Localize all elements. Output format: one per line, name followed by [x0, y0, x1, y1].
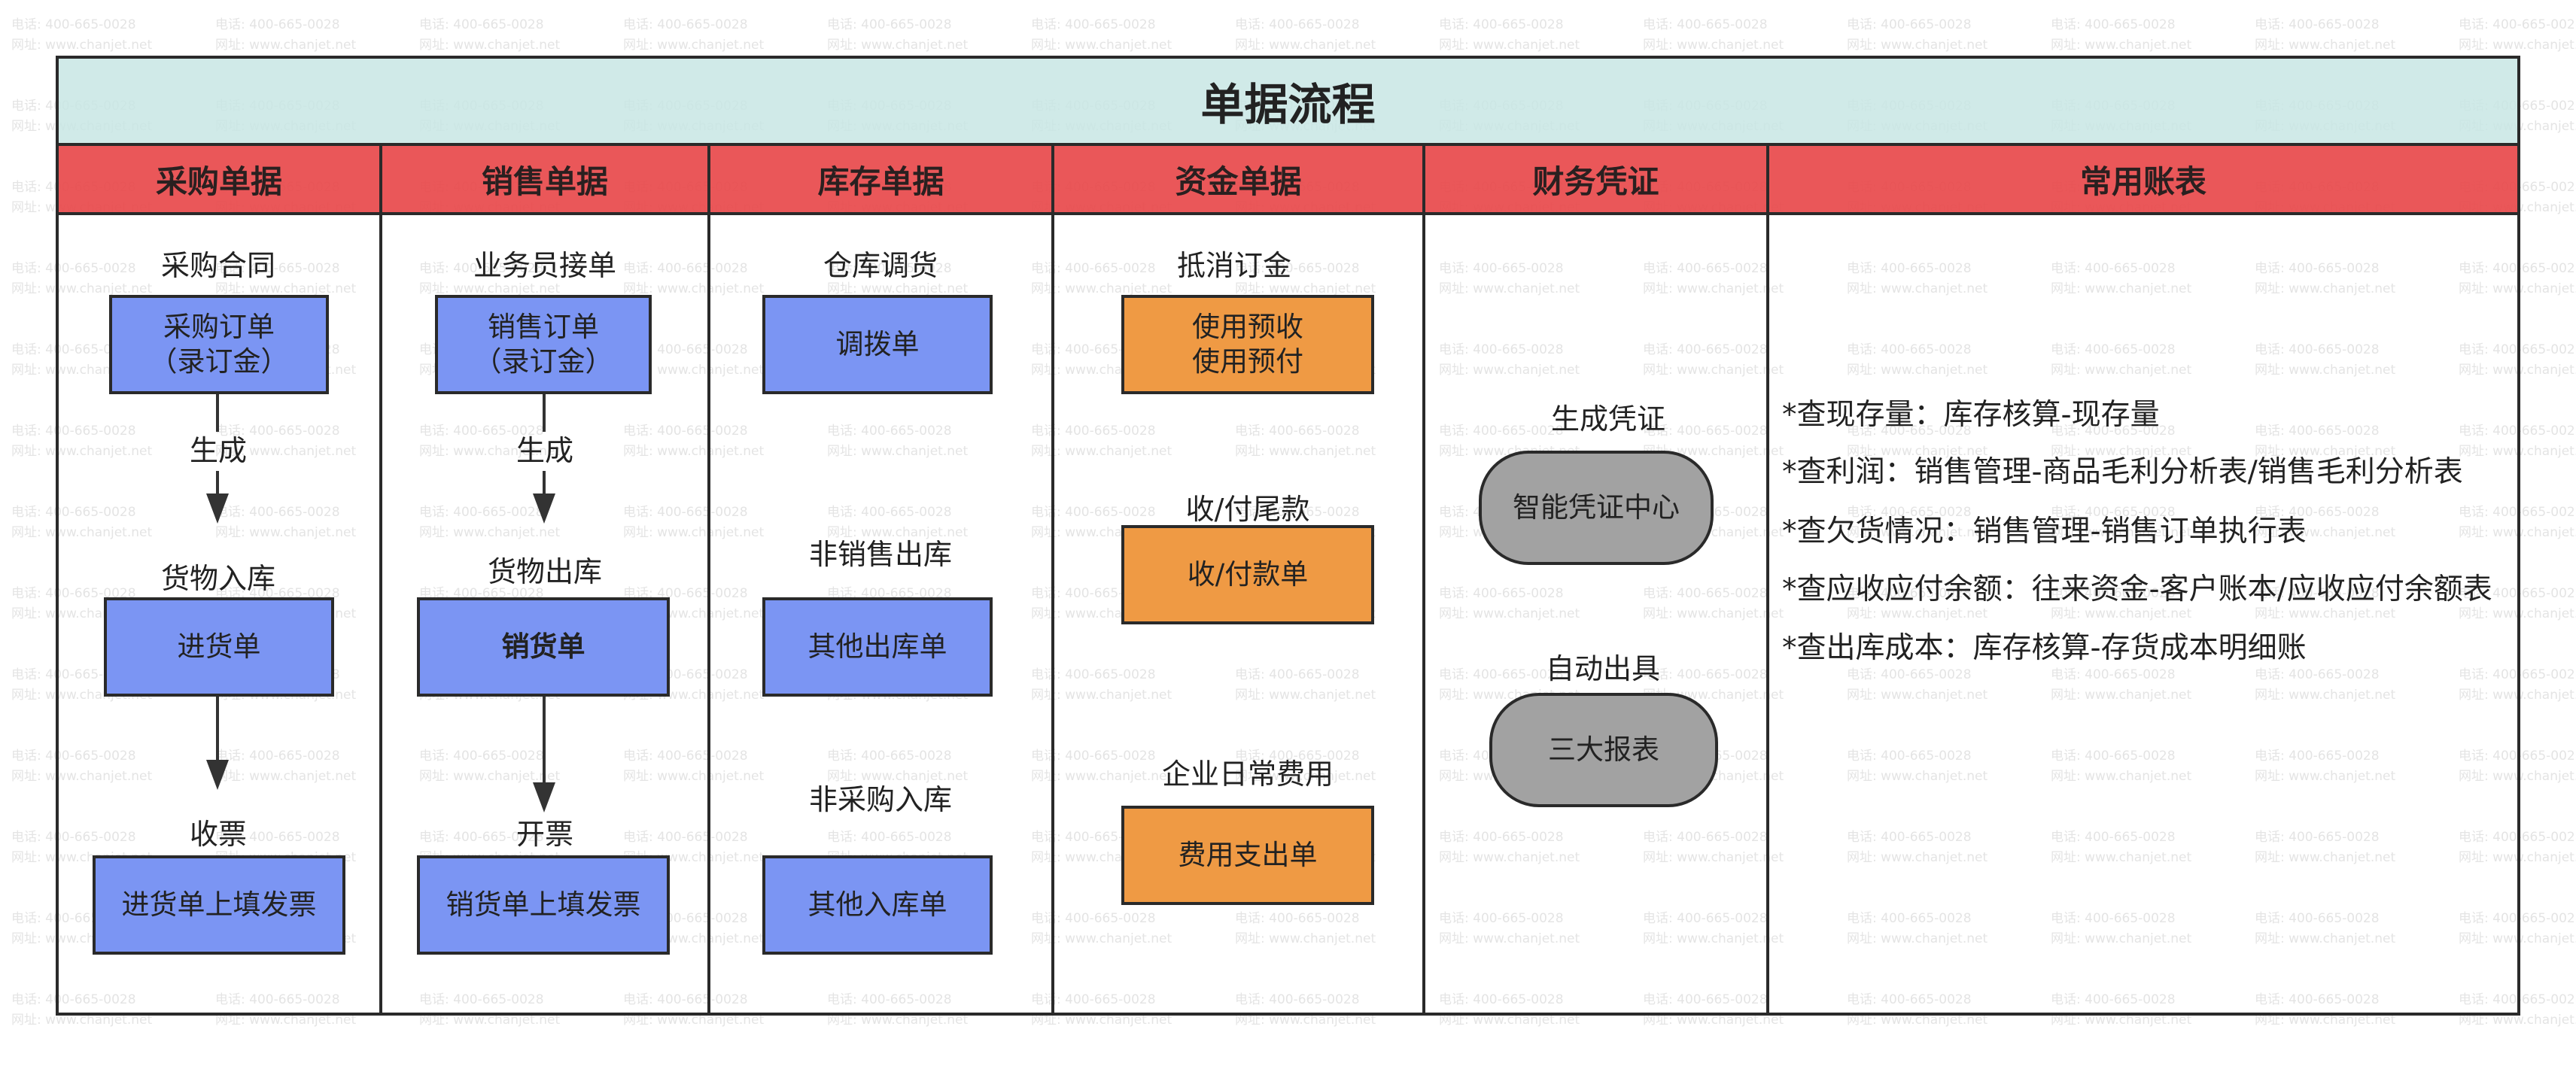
column-reports [1766, 215, 2520, 1016]
box-sales-invoice: 销货单上填发票 [417, 855, 670, 955]
label-salesman-order: 业务员接单 [473, 249, 616, 282]
header-reports: 常用账表 [1766, 146, 2520, 215]
report-note: *查欠货情况：销售管理-销售订单执行表 [1782, 515, 2307, 548]
box-other-inbound: 其他入库单 [762, 855, 993, 955]
report-note: *查利润：销售管理-商品毛利分析表/销售毛利分析表 [1782, 455, 2463, 489]
arrow-down-icon [533, 782, 555, 812]
box-use-prepayment-line1: 使用预收 [1192, 311, 1303, 343]
connector-line [543, 760, 546, 784]
box-other-outbound: 其他出库单 [762, 597, 993, 697]
box-purchase-invoice: 进货单上填发票 [93, 855, 345, 955]
report-note: *查应收应付余额：往来资金-客户账本/应收应付余额表 [1782, 572, 2492, 606]
connector-line [543, 394, 546, 432]
connector-line [216, 697, 219, 763]
report-note: *查出库成本：库存核算-存货成本明细账 [1782, 631, 2307, 665]
connector-line [543, 471, 546, 493]
header-purchase: 采购单据 [56, 146, 382, 215]
arrow-down-icon [206, 760, 229, 790]
box-transfer-order: 调拨单 [762, 295, 993, 394]
label-generate-voucher: 生成凭证 [1550, 402, 1665, 436]
label-auto-issue: 自动出具 [1545, 652, 1660, 685]
arrow-down-icon [533, 493, 555, 524]
box-purchase-receipt: 进货单 [104, 597, 334, 697]
label-warehouse-transfer: 仓库调货 [823, 249, 938, 282]
box-sales-order: 销售订单 （录订金） [435, 295, 652, 394]
box-purchase-order-line1: 采购订单 [163, 311, 275, 343]
header-vouchers: 财务凭证 [1422, 146, 1769, 215]
box-smart-voucher-center: 智能凭证中心 [1479, 451, 1714, 565]
report-note: *查现存量：库存核算-现存量 [1782, 398, 2160, 432]
label-purchase-contract: 采购合同 [160, 249, 275, 282]
connector-line [216, 471, 219, 493]
label-sales-generate: 生成 [516, 434, 573, 467]
header-funds: 资金单据 [1051, 146, 1425, 215]
diagram-title: 单据流程 [56, 56, 2520, 146]
label-daily-expense: 企业日常费用 [1161, 758, 1334, 791]
label-receive-invoice: 收票 [189, 818, 247, 851]
box-purchase-order-line2: （录订金） [149, 345, 289, 378]
label-purchase-generate: 生成 [189, 434, 247, 467]
connector-line [216, 394, 219, 432]
label-issue-invoice: 开票 [516, 818, 573, 851]
column-vouchers [1422, 215, 1769, 1016]
box-use-prepayment-line2: 使用预付 [1192, 345, 1303, 378]
label-goods-in: 货物入库 [160, 562, 275, 595]
label-balance-payment: 收/付尾款 [1185, 493, 1310, 526]
label-offset-deposit: 抵消订金 [1176, 249, 1291, 282]
label-goods-out: 货物出库 [487, 555, 602, 588]
header-sales: 销售单据 [379, 146, 710, 215]
header-inventory: 库存单据 [707, 146, 1054, 215]
box-sales-delivery: 销货单 [417, 597, 670, 697]
box-use-prepayment: 使用预收 使用预付 [1121, 295, 1374, 394]
arrow-down-icon [206, 493, 229, 524]
box-sales-order-line2: （录订金） [473, 345, 613, 378]
box-sales-order-line1: 销售订单 [488, 311, 599, 343]
label-non-sales-out: 非销售出库 [808, 538, 952, 571]
box-purchase-order: 采购订单 （录订金） [109, 295, 329, 394]
box-three-statements: 三大报表 [1489, 693, 1718, 807]
label-non-purchase-in: 非采购入库 [808, 783, 952, 816]
connector-line [543, 697, 546, 763]
box-receipt-payment: 收/付款单 [1121, 525, 1374, 624]
box-expense-voucher: 费用支出单 [1121, 806, 1374, 905]
